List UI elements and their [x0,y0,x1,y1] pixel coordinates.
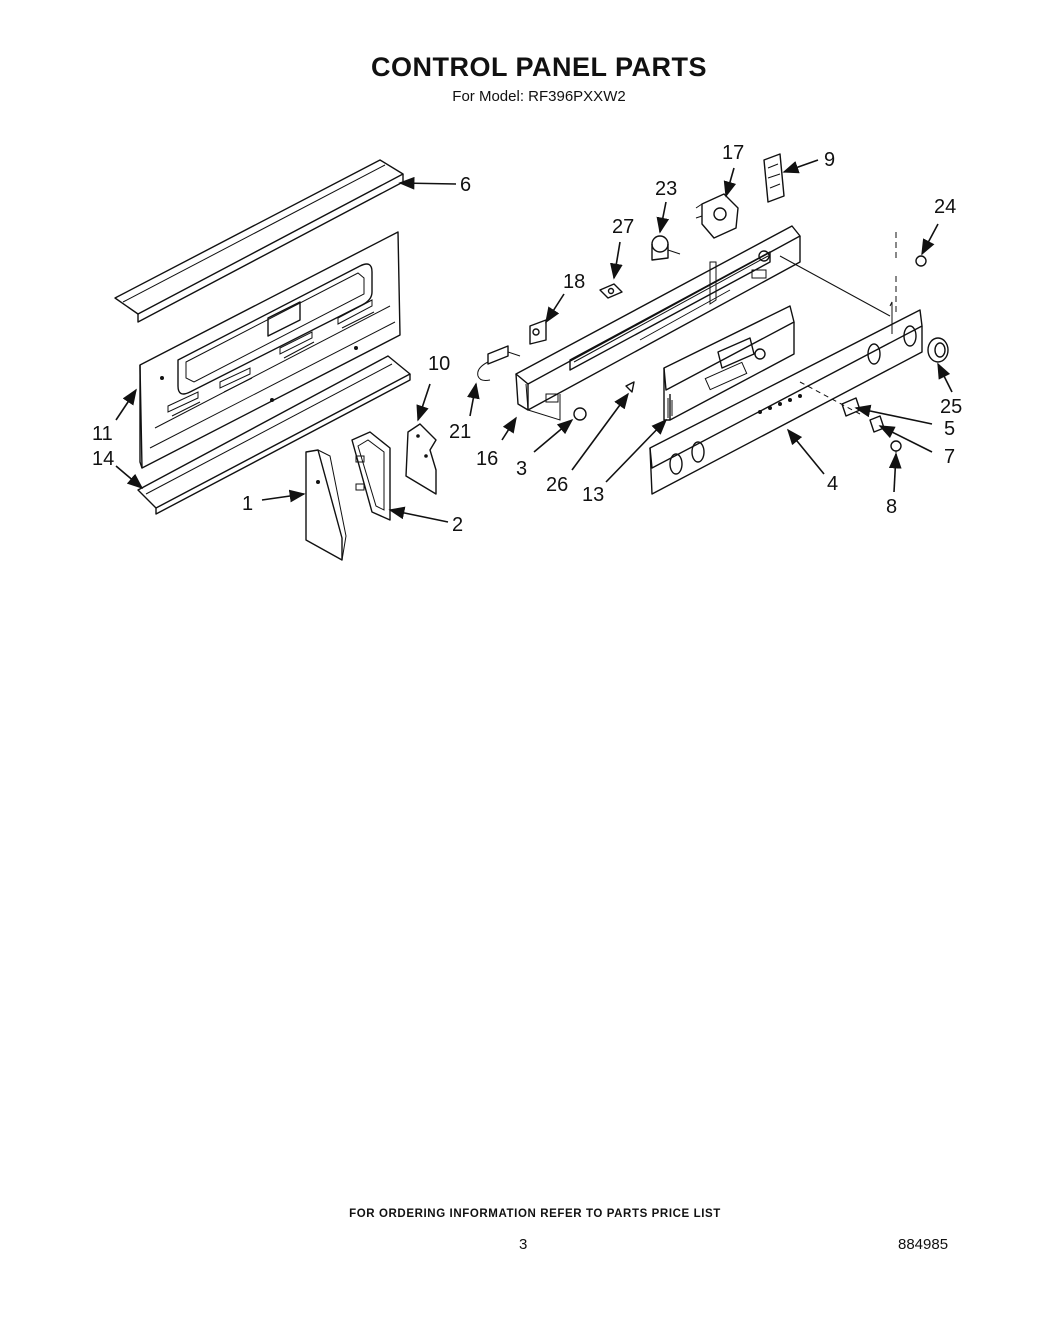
part-5-lamp [841,397,861,417]
part-11-backguard-panel [139,231,401,469]
part-9-knob [763,153,785,203]
part-24-screw [915,255,927,267]
ordering-note: FOR ORDERING INFORMATION REFER TO PARTS … [349,1208,721,1220]
leader-lines [115,159,953,523]
part-23-switch [651,235,681,261]
page-title: CONTROL PANEL PARTS [370,52,708,82]
callout-10: 10 [428,353,450,375]
callout-5: 5 [944,418,955,440]
part-4-front-panel [649,232,923,495]
callout-labels: 1 2 3 4 5 6 7 8 9 10 11 13 14 16 17 18 2… [92,142,962,536]
callout-26: 26 [546,474,568,496]
callout-23: 23 [655,178,677,200]
document-number: 884985 [898,1236,949,1253]
callout-4: 4 [827,473,838,495]
callout-17: 17 [722,142,744,164]
part-10-side-bracket [405,423,437,495]
part-13-control-board [663,305,795,421]
part-18-clip [529,319,547,345]
callout-21: 21 [449,421,471,443]
callout-2: 2 [452,514,463,536]
part-26-clip [625,381,635,393]
callout-3: 3 [516,458,527,480]
callout-13: 13 [582,484,604,506]
part-3-grommet [573,407,587,421]
callout-9: 9 [824,149,835,171]
model-subtitle: For Model: RF396PXXW2 [452,88,626,105]
callout-11: 11 [92,423,113,445]
part-16-control-frame [515,225,801,421]
callout-24: 24 [934,196,956,218]
callout-18: 18 [563,271,585,293]
part-27-clip [599,283,623,299]
callout-1: 1 [242,493,253,515]
part-7-nut [869,415,885,433]
page-number: 3 [519,1236,528,1253]
part-17-clock-module [695,193,739,239]
callout-14: 14 [92,448,114,470]
part-25-grommet [927,337,949,363]
part-2-end-bracket [351,431,391,521]
callout-16: 16 [476,448,498,470]
callout-6: 6 [460,174,471,196]
callout-7: 7 [944,446,955,468]
part-21-wire-harness [477,345,521,381]
part-14-bottom-trim [137,355,411,515]
callout-27: 27 [612,216,634,238]
callout-25: 25 [940,396,962,418]
callout-8: 8 [886,496,897,518]
part-6-top-trim [114,159,404,323]
part-1-end-cap [305,449,347,561]
